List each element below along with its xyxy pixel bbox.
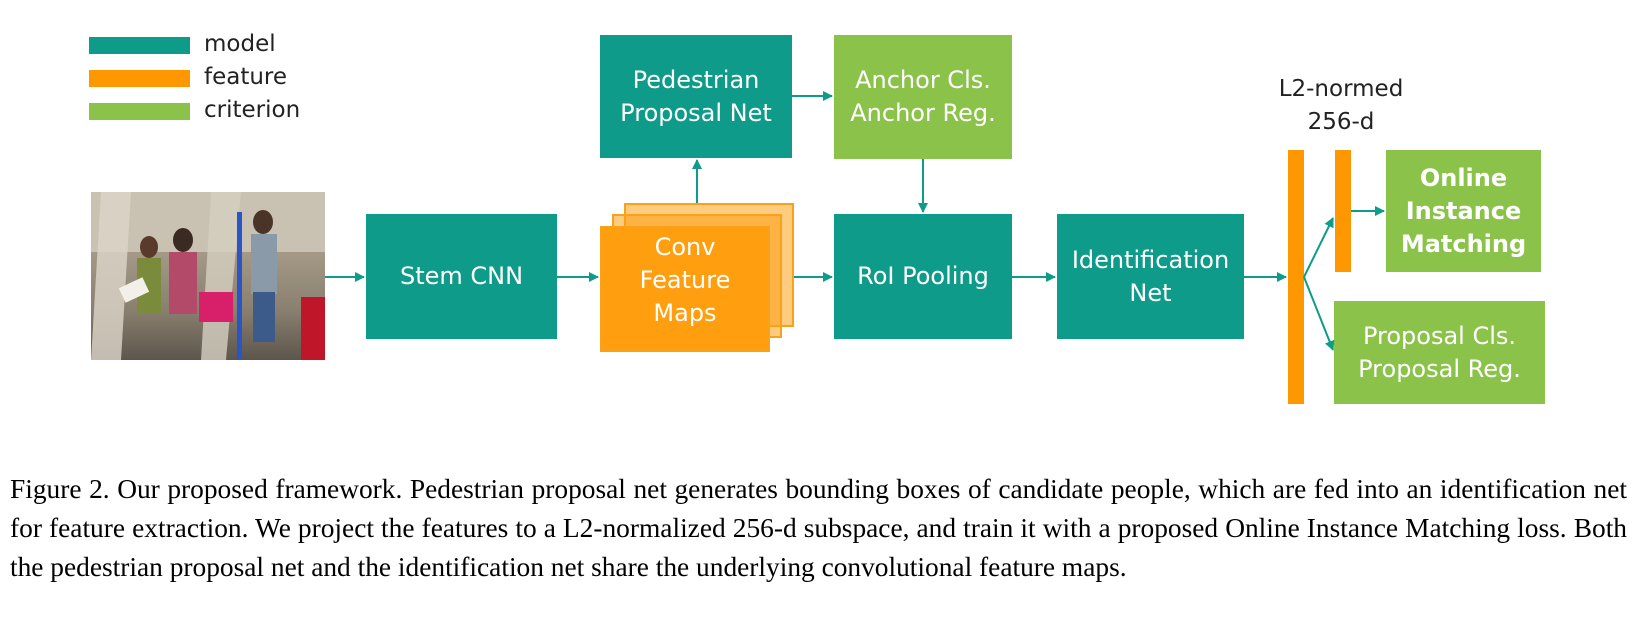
anchor-loss-box: Anchor Cls. Anchor Reg. bbox=[834, 35, 1012, 159]
legend-label-feature: feature bbox=[204, 64, 288, 90]
identification-feature-bar bbox=[1288, 150, 1304, 404]
pedestrian-proposal-net-box: Pedestrian Proposal Net bbox=[600, 35, 792, 158]
legend-label-model: model bbox=[204, 31, 276, 57]
connection-arrows bbox=[325, 91, 1385, 351]
proposal-loss-box: Proposal Cls. Proposal Reg. bbox=[1334, 301, 1545, 404]
roi-pooling-box: RoI Pooling bbox=[834, 214, 1012, 339]
input-image bbox=[91, 192, 325, 360]
identification-net-box: Identification Net bbox=[1057, 214, 1244, 339]
conv-feature-maps-label: Conv Feature Maps bbox=[639, 232, 731, 327]
l2-normed-256d-label: L2-normed 256-d bbox=[1278, 76, 1404, 135]
legend-label-criterion: criterion bbox=[204, 97, 301, 123]
l2-normed-feature-bar bbox=[1335, 150, 1351, 272]
stem-cnn-box: Stem CNN bbox=[366, 214, 557, 339]
arrow-featurebar-to-proposalloss bbox=[1303, 276, 1335, 351]
arrow-featurebar-to-l2bar bbox=[1303, 217, 1334, 278]
figure-caption: Figure 2. Our proposed framework. Pedest… bbox=[10, 474, 1627, 582]
online-instance-matching-box: Online Instance Matching bbox=[1386, 150, 1541, 272]
legend-swatch-criterion bbox=[89, 103, 190, 120]
feature-map-layer-front bbox=[600, 226, 770, 352]
legend-swatch-feature bbox=[89, 70, 190, 87]
legend-swatch-model bbox=[89, 37, 190, 54]
input-image-graphic bbox=[91, 192, 325, 360]
